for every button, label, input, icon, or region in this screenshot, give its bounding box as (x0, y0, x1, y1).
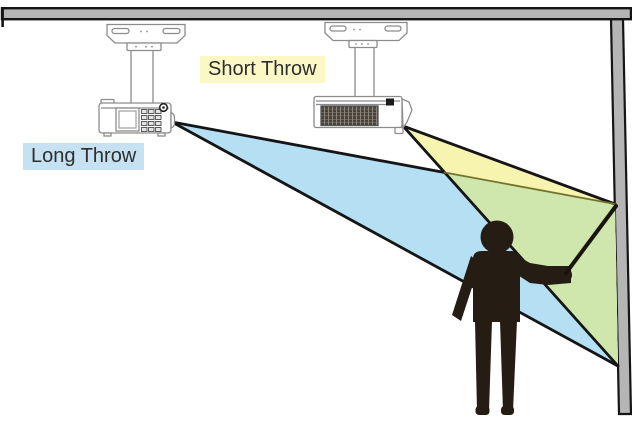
bracket-screw (355, 43, 357, 45)
projector-foot (103, 132, 112, 137)
lens-sensor (386, 98, 394, 106)
projector-foot (157, 132, 166, 137)
projector-foot (394, 126, 404, 135)
mount-screw (353, 28, 355, 31)
zoom-ring-center (162, 106, 165, 109)
long-throw-projector (98, 23, 186, 137)
person-left-leg (475, 321, 492, 411)
mount-slot (384, 25, 402, 32)
mount-slot (329, 25, 347, 32)
exhaust-grille (320, 105, 379, 127)
mount-bracket (126, 42, 162, 52)
projector-nose (401, 97, 413, 131)
long-throw-label: Long Throw (23, 143, 145, 170)
ceiling-bar (0, 6, 632, 21)
short-throw-projector (313, 21, 413, 135)
pointer-stick (564, 204, 618, 275)
person-right-arm (512, 253, 571, 285)
ceiling (0, 6, 632, 27)
person-right-foot (501, 406, 514, 415)
mount-screw (146, 30, 148, 33)
mount-screw (140, 30, 142, 33)
short-throw-top-edge (401, 124, 617, 206)
bracket-screw (367, 43, 369, 45)
person-left-foot (475, 406, 490, 415)
person-silhouette (452, 220, 572, 415)
bracket-screw (135, 45, 137, 48)
mount-slot (111, 27, 130, 35)
bracket-screw (361, 43, 363, 45)
overlap-inner-edge (443, 171, 616, 205)
mount-bracket (348, 39, 378, 49)
person-head (480, 220, 514, 254)
bracket-screw (145, 45, 147, 48)
mount-screw (359, 28, 361, 31)
person-right-leg (500, 321, 517, 411)
projector-lens (170, 111, 176, 129)
mount-slot (162, 27, 181, 35)
long-throw-top-edge (170, 120, 447, 174)
control-button-grid (141, 109, 162, 132)
bracket-screw (151, 45, 153, 48)
long-throw-bottom-edge (170, 120, 620, 368)
person-torso (473, 251, 520, 322)
short-throw-label: Short Throw (200, 56, 325, 83)
side-panel-inner (118, 110, 137, 129)
